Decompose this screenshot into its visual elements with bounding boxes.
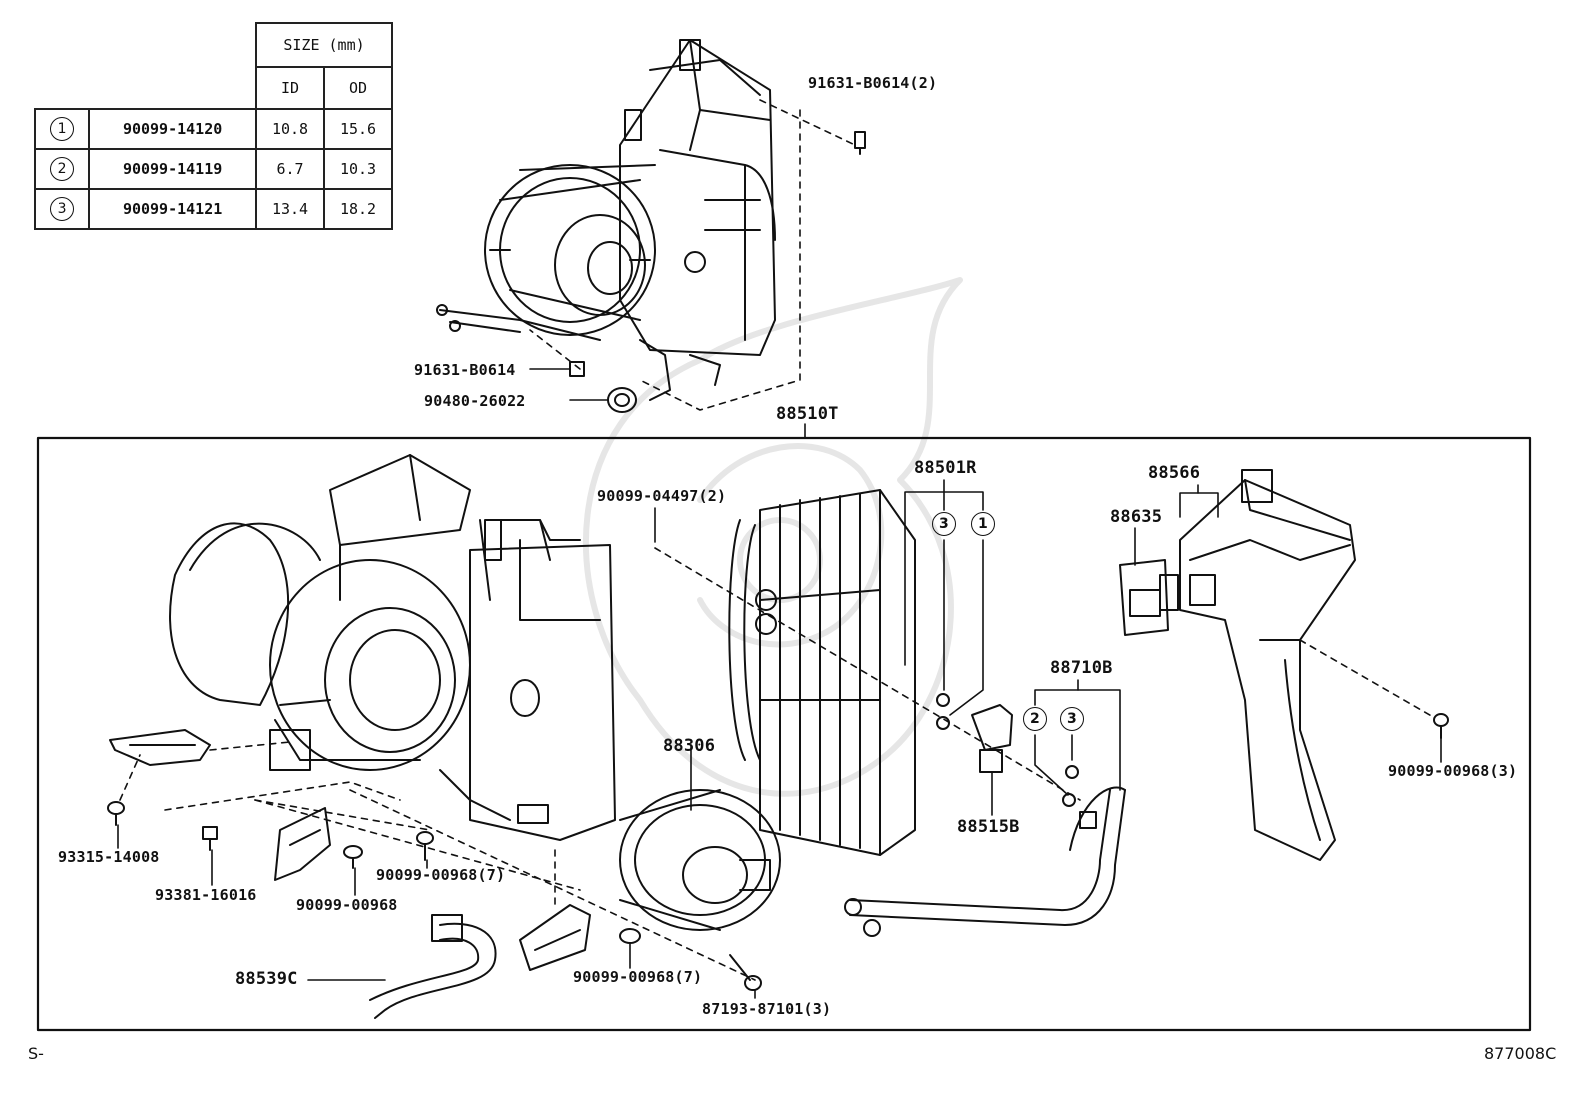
- table-id-value: 10.8: [255, 108, 325, 150]
- table-od-value: 15.6: [323, 108, 393, 150]
- table-row: 1 90099-14120 10.8 15.6: [33, 108, 393, 150]
- top-heater-unit: [436, 39, 866, 413]
- table-od-value: 10.3: [323, 148, 393, 190]
- label-90099-00968-7-lower[interactable]: 90099-00968(7): [573, 968, 703, 986]
- label-88635[interactable]: 88635: [1110, 507, 1163, 527]
- table-ref-cell: 3: [33, 188, 91, 230]
- expansion-valve-88515B: [936, 693, 1013, 773]
- table-id-value: 6.7: [255, 148, 325, 190]
- label-93381-16016[interactable]: 93381-16016: [155, 886, 257, 904]
- table-part-number: 90099-14121: [88, 188, 257, 230]
- callout-number: 1: [50, 117, 75, 141]
- main-label-leaders: [117, 479, 1442, 999]
- table-row: 2 90099-14119 6.7 10.3: [33, 148, 393, 190]
- table-blank-cell: [35, 67, 256, 109]
- table-ref-cell: 2: [33, 148, 91, 190]
- label-90099-00968-3[interactable]: 90099-00968(3): [1388, 762, 1518, 780]
- label-88510t[interactable]: 88510T: [776, 404, 839, 424]
- main-dashed-leaders: [119, 547, 1436, 981]
- footer-left-code: S-: [28, 1044, 44, 1063]
- amplifier-88635: [1119, 559, 1179, 636]
- table-id-value: 13.4: [255, 188, 325, 230]
- callout-3-evaporator: 3: [932, 512, 956, 536]
- assembly-frame: [36, 436, 1532, 1032]
- table-blank-cell: [35, 23, 256, 67]
- blower-motor-88306: [619, 789, 781, 931]
- callout-1-evaporator: 1: [971, 512, 995, 536]
- label-90480-26022[interactable]: 90480-26022: [424, 392, 526, 410]
- blower-case-left: [169, 454, 616, 841]
- callout-number: 2: [50, 157, 75, 181]
- callout-2-tube: 2: [1023, 707, 1047, 731]
- label-90099-00968-7-upper[interactable]: 90099-00968(7): [376, 866, 506, 884]
- label-91631-b0614-qty[interactable]: 91631-B0614(2): [808, 74, 938, 92]
- seal-size-table: SIZE (mm) ID OD 1 90099-14120 10.8 15.6 …: [33, 22, 393, 230]
- label-88566[interactable]: 88566: [1148, 463, 1201, 483]
- label-90099-04497[interactable]: 90099-04497(2): [597, 487, 727, 505]
- label-93315-14008[interactable]: 93315-14008: [58, 848, 160, 866]
- label-88306[interactable]: 88306: [663, 736, 716, 756]
- label-88501r[interactable]: 88501R: [914, 458, 977, 478]
- top-label-leaders: [529, 368, 806, 439]
- watermark-logo: [583, 277, 963, 797]
- callout-3-tube: 3: [1060, 707, 1084, 731]
- label-88539c[interactable]: 88539C: [235, 969, 298, 989]
- table-part-number: 90099-14120: [88, 108, 257, 150]
- tube-88710B: [844, 765, 1126, 937]
- label-87193-87101[interactable]: 87193-87101(3): [702, 1000, 832, 1018]
- label-88710b[interactable]: 88710B: [1050, 658, 1113, 678]
- table-header-size: SIZE (mm): [255, 22, 393, 68]
- table-header-od: OD: [323, 66, 393, 110]
- table-od-value: 18.2: [323, 188, 393, 230]
- table-header-id: ID: [255, 66, 325, 110]
- label-88515b[interactable]: 88515B: [957, 817, 1020, 837]
- duct-88566: [1179, 469, 1356, 861]
- table-part-number: 90099-14119: [88, 148, 257, 190]
- label-91631-b0614[interactable]: 91631-B0614: [414, 361, 516, 379]
- table-ref-cell: 1: [33, 108, 91, 150]
- table-row: 3 90099-14121 13.4 18.2: [33, 188, 393, 230]
- diagram-code: 877008C: [1484, 1044, 1557, 1063]
- screw-right: [1433, 713, 1449, 739]
- evaporator-88501R: [728, 489, 916, 856]
- left-small-parts: [107, 729, 762, 1019]
- callout-number: 3: [50, 197, 75, 221]
- label-90099-00968[interactable]: 90099-00968: [296, 896, 398, 914]
- top-leaders: [529, 99, 856, 411]
